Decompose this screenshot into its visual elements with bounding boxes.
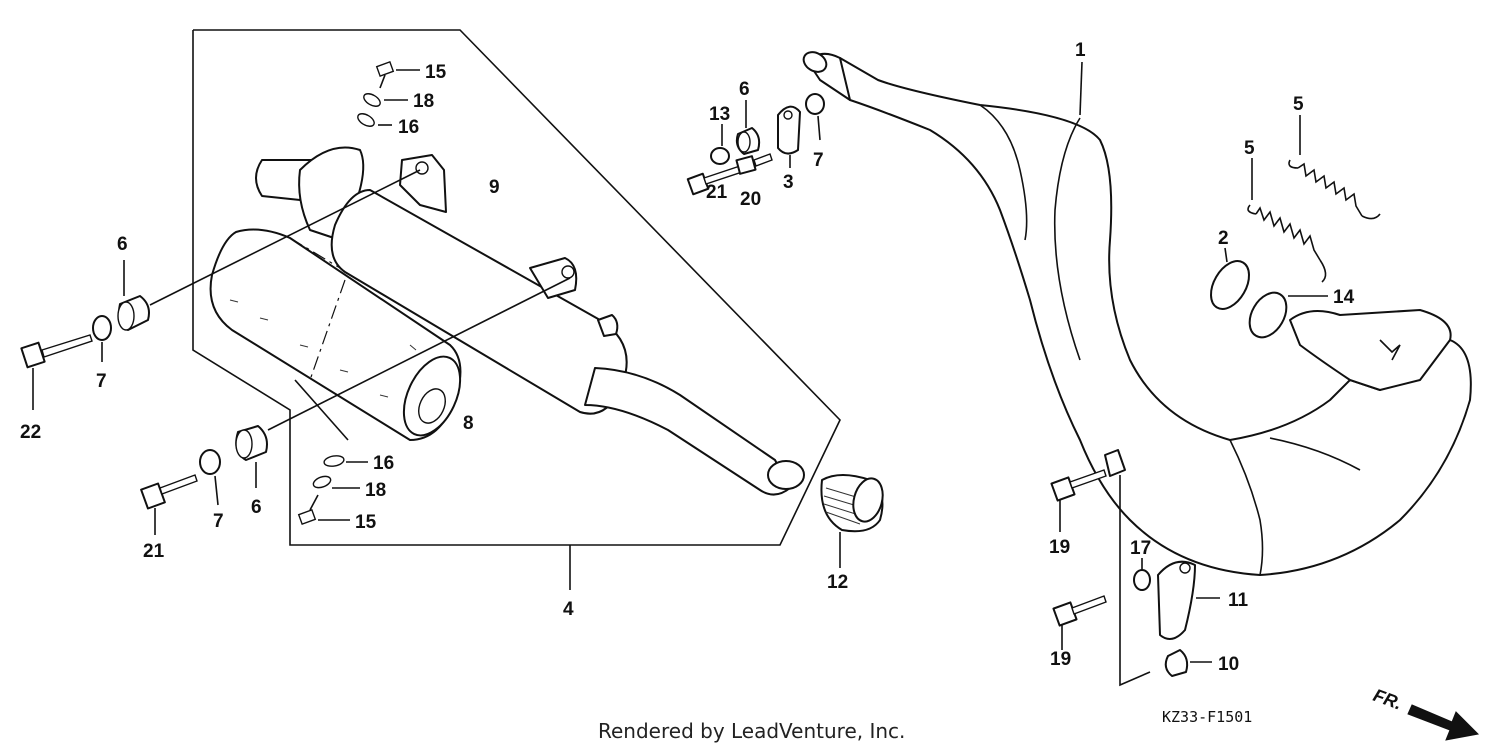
callout-18-lower: 18 bbox=[365, 480, 386, 501]
callout-5-left: 5 bbox=[1244, 138, 1255, 159]
front-direction-indicator: FR. bbox=[1371, 685, 1480, 741]
callout-20: 20 bbox=[740, 189, 761, 210]
lower-fastener-guide bbox=[294, 379, 349, 441]
bracket-guide-line bbox=[1119, 475, 1151, 687]
callout-7-lower: 7 bbox=[213, 511, 224, 532]
expansion-chamber-1[interactable] bbox=[800, 48, 1472, 576]
collar-7-lower[interactable] bbox=[199, 449, 221, 506]
collar-7-left[interactable] bbox=[92, 315, 112, 362]
callout-21-upper: 21 bbox=[706, 182, 728, 203]
callout-9: 9 bbox=[489, 177, 500, 198]
callout-17: 17 bbox=[1130, 538, 1151, 559]
muffler-part-8-9[interactable] bbox=[209, 146, 805, 496]
gasket-14[interactable] bbox=[1242, 286, 1328, 344]
callout-15-lower: 15 bbox=[355, 512, 377, 533]
callout-22: 22 bbox=[20, 422, 41, 443]
callout-3: 3 bbox=[783, 172, 794, 193]
washer-16-lower[interactable] bbox=[323, 454, 368, 467]
callout-13: 13 bbox=[709, 104, 730, 125]
front-label: FR. bbox=[1371, 685, 1405, 714]
callout-4: 4 bbox=[563, 599, 574, 620]
washer-13[interactable] bbox=[710, 124, 730, 165]
bolt-19-upper[interactable] bbox=[1050, 469, 1107, 532]
rubber-mount-6-lower[interactable] bbox=[235, 277, 571, 488]
callout-18-upper: 18 bbox=[413, 91, 434, 112]
collar-7-upper[interactable] bbox=[805, 93, 825, 141]
washer-18-lower[interactable] bbox=[312, 474, 360, 490]
bracket-3[interactable] bbox=[777, 105, 801, 168]
callout-6-left: 6 bbox=[117, 234, 128, 255]
spring-5-left[interactable] bbox=[1247, 158, 1327, 283]
callout-6-lower: 6 bbox=[251, 497, 262, 518]
clip-10[interactable] bbox=[1164, 649, 1212, 677]
bolt-22[interactable] bbox=[20, 334, 93, 410]
gasket-2[interactable] bbox=[1203, 247, 1257, 316]
washer-17[interactable] bbox=[1133, 558, 1151, 591]
callout-21-lower: 21 bbox=[143, 541, 165, 562]
footer-credit: Rendered by LeadVenture, Inc. bbox=[598, 719, 905, 743]
diagram-code: KZ33-F1501 bbox=[1162, 708, 1252, 726]
bolt-15-lower[interactable] bbox=[297, 494, 350, 525]
callout-10: 10 bbox=[1218, 654, 1239, 675]
callout-7-upper: 7 bbox=[813, 150, 824, 171]
callout-5-right: 5 bbox=[1293, 94, 1304, 115]
callout-11: 11 bbox=[1228, 590, 1249, 611]
washer-16-upper[interactable] bbox=[356, 111, 392, 129]
callout-19-upper: 19 bbox=[1049, 537, 1070, 558]
callout-16-lower: 16 bbox=[373, 453, 394, 474]
nut-20[interactable] bbox=[735, 153, 773, 175]
callout-14: 14 bbox=[1333, 287, 1355, 308]
bolt-15-upper[interactable] bbox=[375, 61, 420, 89]
callout-16-upper: 16 bbox=[398, 117, 419, 138]
callout-2: 2 bbox=[1218, 228, 1229, 249]
arrow-right-icon bbox=[1407, 704, 1480, 741]
callout-1: 1 bbox=[1075, 40, 1086, 61]
rubber-mount-6-upper[interactable] bbox=[735, 100, 761, 155]
callout-8: 8 bbox=[463, 413, 474, 434]
bolt-19-lower[interactable] bbox=[1052, 595, 1107, 650]
bolt-21-lower[interactable] bbox=[140, 474, 198, 535]
callout-labels: 1 2 3 4 5 5 6 6 6 7 7 7 8 9 10 11 12 13 … bbox=[20, 40, 1355, 675]
callout-7-left: 7 bbox=[96, 371, 107, 392]
callout-6-upper: 6 bbox=[739, 79, 750, 100]
callout-19-lower: 19 bbox=[1050, 649, 1071, 670]
washer-18-upper[interactable] bbox=[362, 91, 408, 109]
muffler-assembly-frame bbox=[192, 29, 841, 590]
spring-5-right[interactable] bbox=[1288, 115, 1381, 220]
callout-12: 12 bbox=[827, 572, 848, 593]
rubber-mount-6-left[interactable] bbox=[117, 169, 421, 331]
bracket-11[interactable] bbox=[1157, 560, 1220, 640]
sleeve-12[interactable] bbox=[820, 474, 887, 568]
callout-15-upper: 15 bbox=[425, 62, 447, 83]
